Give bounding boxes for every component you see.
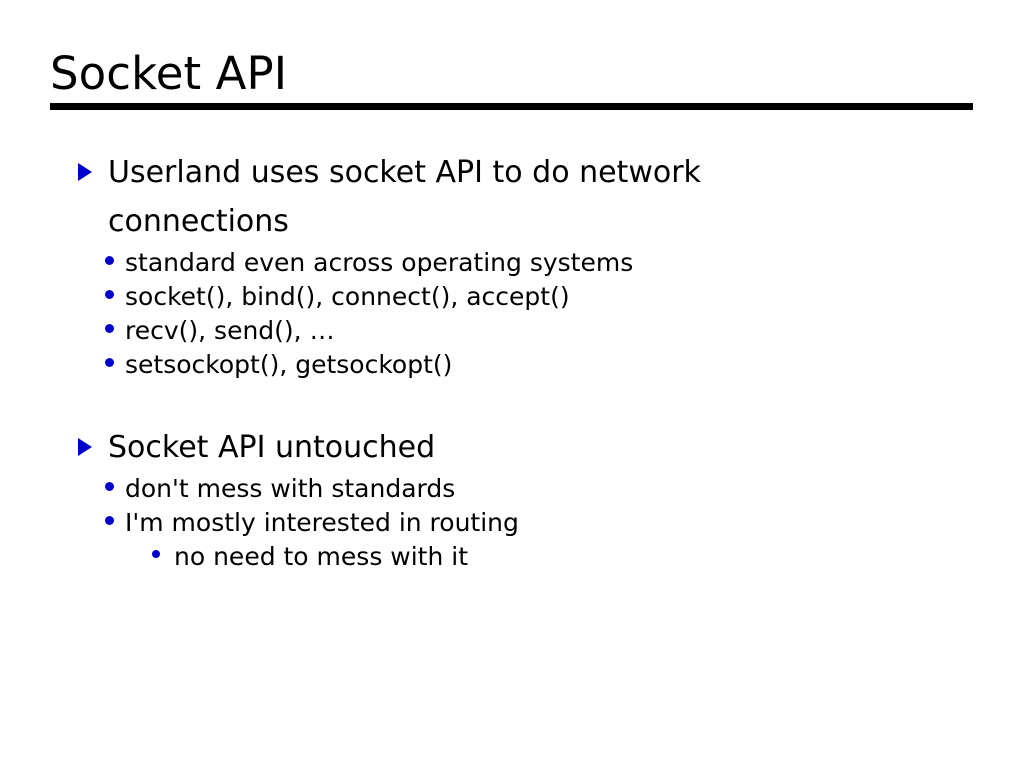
bullet-text: Userland uses socket API to do network c… bbox=[108, 155, 701, 239]
bullet-text: standard even across operating systems bbox=[125, 248, 634, 277]
bullet-dot-icon bbox=[105, 472, 125, 506]
bullet-dot-icon bbox=[105, 314, 125, 348]
bullet-item-level2[interactable]: recv(), send(), … bbox=[0, 314, 1024, 348]
bullet-item-level2[interactable]: don't mess with standards bbox=[0, 472, 1024, 506]
bullet-item-level2[interactable]: socket(), bind(), connect(), accept() bbox=[0, 280, 1024, 314]
title-block: Socket API bbox=[50, 48, 974, 100]
bullet-item-level2[interactable]: I'm mostly interested in routing bbox=[0, 506, 1024, 540]
bullet-item-level1[interactable]: Socket API untouched bbox=[0, 423, 1024, 472]
bullet-text: Socket API untouched bbox=[108, 430, 436, 465]
slide-body: Userland uses socket API to do network c… bbox=[0, 148, 1024, 574]
triangle-right-icon bbox=[76, 423, 108, 472]
bullet-item-level3[interactable]: no need to mess with it bbox=[0, 540, 1024, 574]
bullet-item-level2[interactable]: standard even across operating systems bbox=[0, 246, 1024, 280]
bullet-text: no need to mess with it bbox=[174, 542, 469, 571]
title-underline-rule bbox=[50, 103, 973, 110]
bullet-dot-icon bbox=[105, 348, 125, 382]
bullet-dot-icon bbox=[105, 280, 125, 314]
bullet-dot-icon bbox=[152, 540, 174, 574]
bullet-item-level2[interactable]: setsockopt(), getsockopt() bbox=[0, 348, 1024, 382]
bullet-dot-icon bbox=[105, 246, 125, 280]
bullet-dot-icon bbox=[105, 506, 125, 540]
bullet-spacer bbox=[0, 382, 1024, 423]
bullet-text: socket(), bind(), connect(), accept() bbox=[125, 282, 570, 311]
page-title: Socket API bbox=[50, 47, 288, 100]
bullet-item-level1[interactable]: Userland uses socket API to do network c… bbox=[0, 148, 1024, 246]
triangle-right-icon bbox=[76, 148, 108, 197]
bullet-text: I'm mostly interested in routing bbox=[125, 508, 519, 537]
bullet-text: don't mess with standards bbox=[125, 474, 456, 503]
bullet-text: recv(), send(), … bbox=[125, 316, 335, 345]
bullet-text: setsockopt(), getsockopt() bbox=[125, 350, 453, 379]
